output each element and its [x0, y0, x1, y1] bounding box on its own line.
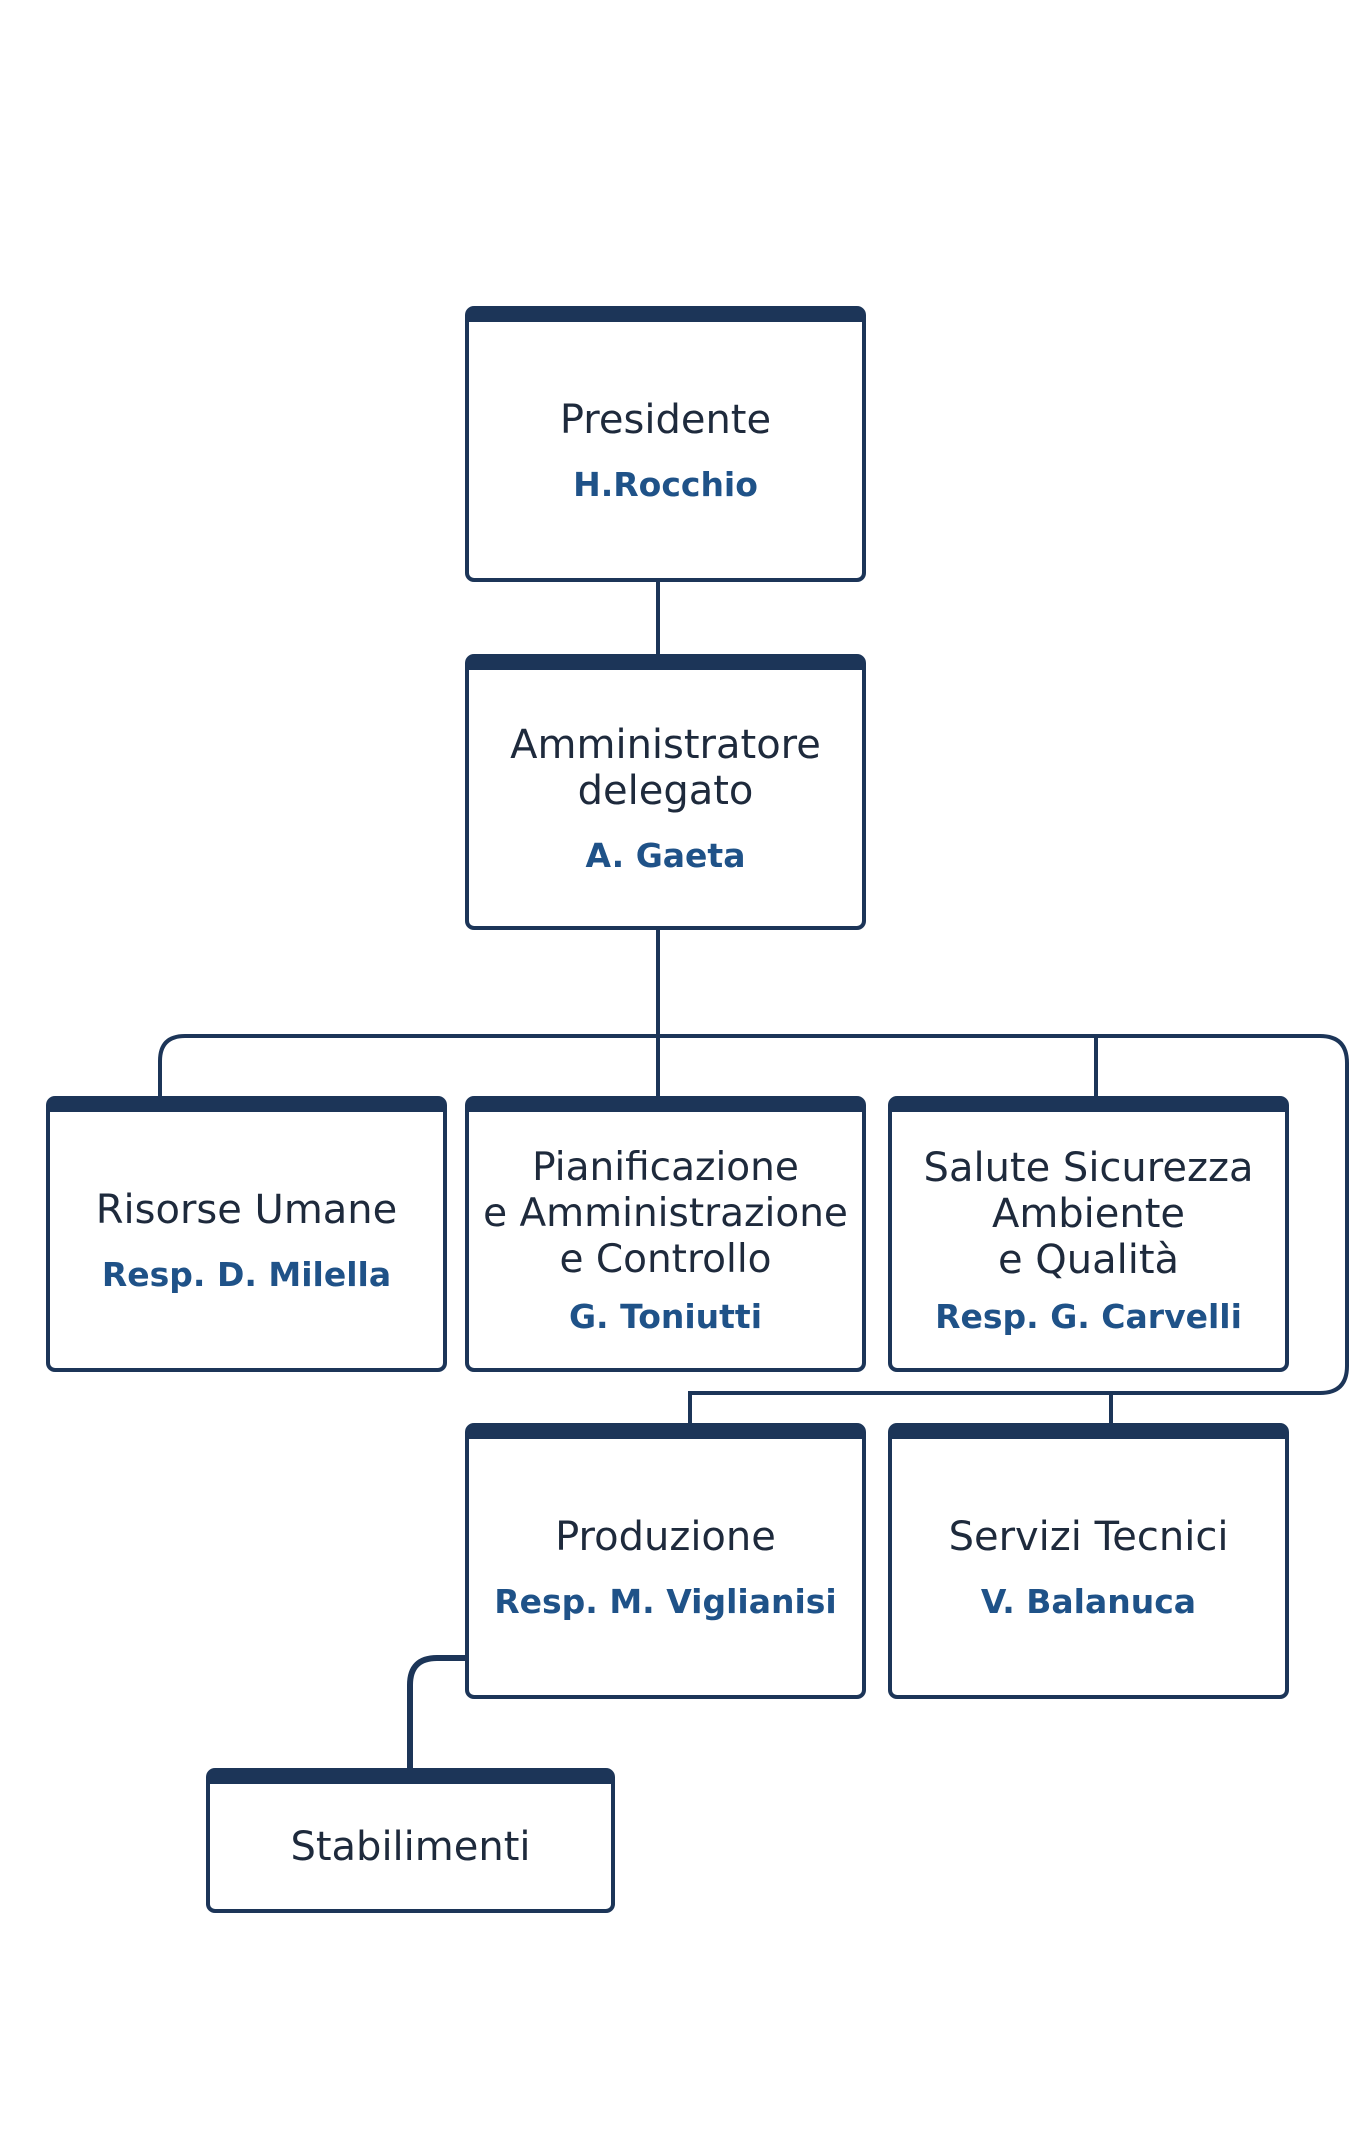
node-presidente: Presidente H.Rocchio [465, 306, 866, 582]
node-title: Presidente [559, 396, 772, 443]
node-servizi-tecnici: Servizi Tecnici V. Balanuca [888, 1423, 1289, 1699]
connector-bus-right-loop [688, 1034, 1349, 1423]
node-person: Resp. D. Milella [101, 1254, 392, 1294]
node-title: Stabilimenti [290, 1823, 531, 1870]
node-salute-sicurezza: Salute Sicurezza Ambiente e Qualità Resp… [888, 1096, 1289, 1372]
node-title: Produzione [555, 1513, 776, 1560]
node-title: Risorse Umane [95, 1186, 398, 1233]
node-title: Amministratore delegato [510, 721, 821, 814]
node-person: A. Gaeta [585, 835, 746, 875]
node-person: H.Rocchio [573, 464, 758, 504]
node-person: Resp. G. Carvelli [935, 1296, 1242, 1336]
node-stabilimenti: Stabilimenti [206, 1768, 615, 1913]
node-person: G. Toniutti [568, 1296, 763, 1336]
connector-bus-salute [658, 1034, 1098, 1096]
node-risorse-umane: Risorse Umane Resp. D. Milella [46, 1096, 447, 1372]
node-person: V. Balanuca [980, 1581, 1197, 1621]
node-produzione: Produzione Resp. M. Viglianisi [465, 1423, 866, 1699]
node-title: Pianificazione e Amministrazione e Contr… [483, 1144, 848, 1282]
node-amministratore-delegato: Amministratore delegato A. Gaeta [465, 654, 866, 930]
connector-bus-risorse-umane [158, 1034, 658, 1096]
node-title: Salute Sicurezza Ambiente e Qualità [923, 1144, 1254, 1283]
node-person: Resp. M. Viglianisi [494, 1581, 837, 1621]
node-pianificazione: Pianificazione e Amministrazione e Contr… [465, 1096, 866, 1372]
connector-produzione-stabilimenti [407, 1655, 465, 1768]
node-title: Servizi Tecnici [948, 1513, 1229, 1560]
